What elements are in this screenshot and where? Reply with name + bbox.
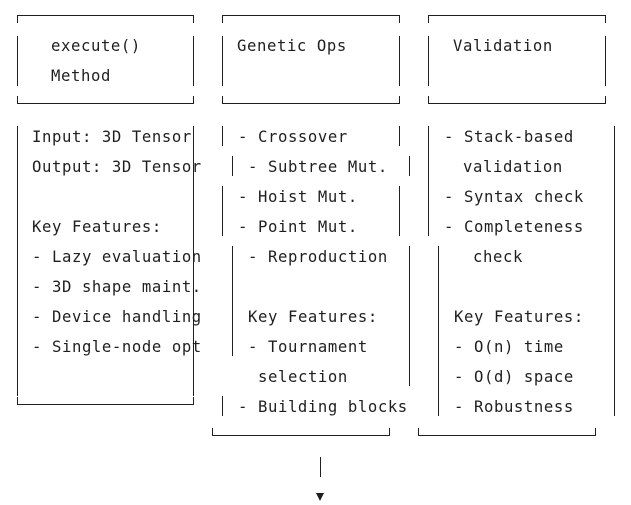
box-validation-body-left-border-a [428,126,430,236]
box-genetic-ops-bottom-border [212,435,390,437]
box-genetic-ops-body-right-border-d [409,246,411,386]
box-genetic-ops-divider-right-tick [399,96,401,104]
box-execute-top-left-tick [17,15,19,23]
box-execute-line-lazy-evaluation: - Lazy evaluation [32,248,202,266]
box-validation-header-left-border [428,36,430,86]
box-genetic-ops-top-border [222,15,400,17]
box-execute-line-shape-maint: - 3D shape maint. [32,278,202,296]
box-execute-top-border [17,15,194,17]
box-execute-header-left-border [17,36,19,86]
box-validation-top-right-tick [605,15,607,23]
box-genetic-ops-line-features-heading: Key Features: [248,308,378,326]
box-validation-line-check: check [473,248,523,266]
box-genetic-ops-body-left-border-d [232,246,234,356]
box-genetic-ops-line-reproduction: - Reproduction [248,248,388,266]
box-genetic-ops-line-point-mut: - Point Mut. [238,218,358,236]
box-validation-line-od-space: - O(d) space [454,368,574,386]
box-execute-bottom-right-tick [193,397,195,405]
box-genetic-ops-line-selection: selection [258,368,348,386]
box-genetic-ops-divider-left-tick [222,96,224,104]
down-arrow-icon [316,493,324,501]
box-genetic-ops-bottom-right-tick [389,428,391,436]
box-genetic-ops-bottom-left-tick [212,428,214,436]
box-execute-body-left-border [17,126,19,396]
down-connector-line [320,457,322,477]
box-validation-bottom-right-tick [595,428,597,436]
box-validation-line-validation: validation [463,158,563,176]
box-execute-divider-right-tick [193,96,195,104]
box-genetic-ops-body-right-border-a [399,126,401,146]
box-validation-divider [428,103,606,105]
box-execute-line-output: Output: 3D Tensor [32,158,202,176]
box-execute-line-single-node: - Single-node opt [32,338,202,356]
box-genetic-ops-line-tournament: - Tournament [248,338,368,356]
box-validation-header-right-border [605,36,607,86]
box-execute-bottom-border [17,404,194,406]
box-execute-divider [17,103,194,105]
box-validation-divider-left-tick [428,96,430,104]
box-validation-line-completeness: - Completeness [444,218,584,236]
box-validation-line-features-heading: Key Features: [454,308,584,326]
box-genetic-ops-body-right-border-c [399,186,401,236]
box-genetic-ops-header: Genetic Ops [237,37,347,55]
box-execute-body-right-border [193,126,195,396]
box-validation-line-robustness: - Robustness [454,398,574,416]
box-validation-line-syntax-check: - Syntax check [444,188,584,206]
box-genetic-ops-line-crossover: - Crossover [238,128,348,146]
box-genetic-ops-line-hoist-mut: - Hoist Mut. [238,188,358,206]
box-execute-top-right-tick [193,15,195,23]
box-genetic-ops-line-building-blocks: - Building blocks [238,398,408,416]
box-execute-line-input: Input: 3D Tensor [32,128,192,146]
box-execute-line-device-handling: - Device handling [32,308,202,326]
box-validation-body-right-border-a [614,126,616,416]
box-genetic-ops-line-subtree-mut: - Subtree Mut. [248,158,388,176]
box-validation-line-stack-based: - Stack-based [444,128,574,146]
box-execute-line-features-heading: Key Features: [32,218,162,236]
box-execute-header-line-1: execute() [51,37,141,55]
box-genetic-ops-body-left-border-e [222,396,224,416]
box-genetic-ops-top-left-tick [222,15,224,23]
box-validation-top-left-tick [428,15,430,23]
box-genetic-ops-header-left-border [222,36,224,86]
box-execute-header-line-2: Method [51,67,111,85]
box-validation-bottom-left-tick [418,428,420,436]
box-genetic-ops-body-right-border-b [409,156,411,176]
box-genetic-ops-body-left-border-a [222,126,224,146]
box-validation-header: Validation [453,37,553,55]
box-validation-body-left-border-b [438,246,440,416]
box-genetic-ops-body-left-border-c [222,186,224,236]
box-genetic-ops-divider [222,103,400,105]
box-genetic-ops-body-left-border-b [232,156,234,176]
box-validation-top-border [428,15,606,17]
box-execute-divider-left-tick [17,96,19,104]
box-validation-bottom-border [418,435,596,437]
box-validation-divider-right-tick [605,96,607,104]
box-genetic-ops-header-right-border [399,36,401,86]
box-execute-header-right-border [193,36,195,86]
box-genetic-ops-top-right-tick [399,15,401,23]
box-validation-line-on-time: - O(n) time [454,338,564,356]
box-execute-bottom-left-tick [17,397,19,405]
